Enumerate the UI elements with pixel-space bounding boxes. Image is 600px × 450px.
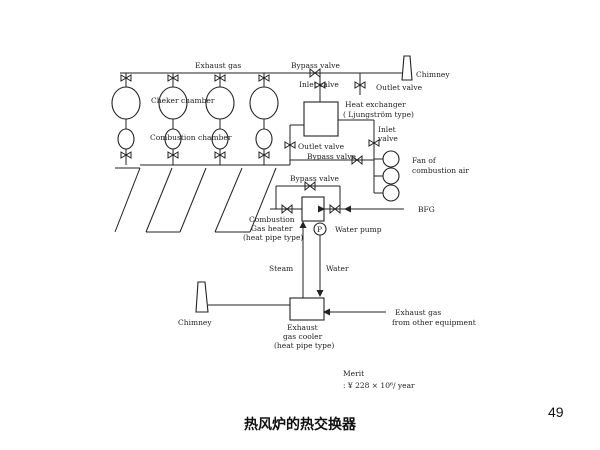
chimney-bottom — [195, 281, 290, 313]
chimney-top — [390, 55, 413, 81]
stove-connectors — [125, 119, 265, 130]
label-heat-exchanger-type: ( Ljungström type) — [343, 110, 414, 119]
label-cgh-2: Gas heater — [251, 224, 293, 233]
label-inlet-valve-top: Inlet valve — [299, 80, 339, 89]
label-cheker-chamber: Cheker chamber — [151, 96, 215, 105]
lower-header — [114, 164, 290, 233]
heat-exchanger-piping — [284, 67, 380, 178]
heat-exchanger — [303, 101, 339, 137]
label-bypass-valve-lower: Bypass valve — [290, 174, 339, 183]
page-number: 49 — [548, 404, 564, 420]
label-merit-value: : ¥ 228 × 10⁶/ year — [343, 381, 415, 390]
label-egc-1: Exhaust — [287, 323, 318, 332]
label-chimney-bottom: Chimney — [178, 318, 212, 327]
combustion-gas-heater — [270, 180, 404, 222]
label-heat-exchanger: Heat exchanger — [345, 100, 406, 109]
label-cgh-1: Combustion — [249, 215, 295, 224]
label-inlet-valve-right: Inlet — [378, 125, 396, 134]
label-fan: Fan of — [412, 156, 437, 165]
stove-bottom-pipes — [120, 149, 270, 165]
stove-top-pipes — [125, 73, 265, 88]
label-bypass-valve-top: Bypass valve — [291, 61, 340, 70]
stove-top-valves — [120, 74, 270, 82]
label-chimney-top: Chimney — [416, 70, 450, 79]
label-outlet-valve-top: Outlet valve — [376, 83, 423, 92]
combustion-air-fans — [373, 150, 400, 202]
label-exhaust-other-2: from other equipment — [392, 318, 476, 327]
label-egc-2: gas cooler — [283, 332, 323, 341]
label-bypass-valve-mid: Bypass valve — [307, 152, 356, 161]
exhaust-gas-cooler — [289, 297, 386, 321]
label-water: Water — [326, 264, 349, 273]
slide-caption: 热风炉的热交换器 — [244, 417, 356, 433]
steam-water-lines — [299, 221, 324, 298]
pump-symbol: P — [317, 225, 322, 234]
label-steam: Steam — [269, 264, 293, 273]
label-water-pump: Water pump — [335, 225, 382, 234]
combustion-chambers — [117, 128, 273, 150]
label-exhaust-gas: Exhaust gas — [195, 61, 241, 70]
label-cgh-3: (heat pipe type) — [243, 233, 303, 242]
label-combustion-chamber: Combustion chamber — [150, 133, 232, 142]
label-exhaust-other: Exhaust gas — [395, 308, 441, 317]
label-bfg: BFG — [418, 205, 435, 214]
label-egc-3: (heat pipe type) — [274, 341, 334, 350]
label-fan-2: combustion air — [412, 166, 469, 175]
label-inlet-valve-right-2: valve — [377, 134, 398, 143]
label-merit: Merit — [343, 369, 364, 378]
label-outlet-valve-mid: Outlet valve — [298, 142, 345, 151]
